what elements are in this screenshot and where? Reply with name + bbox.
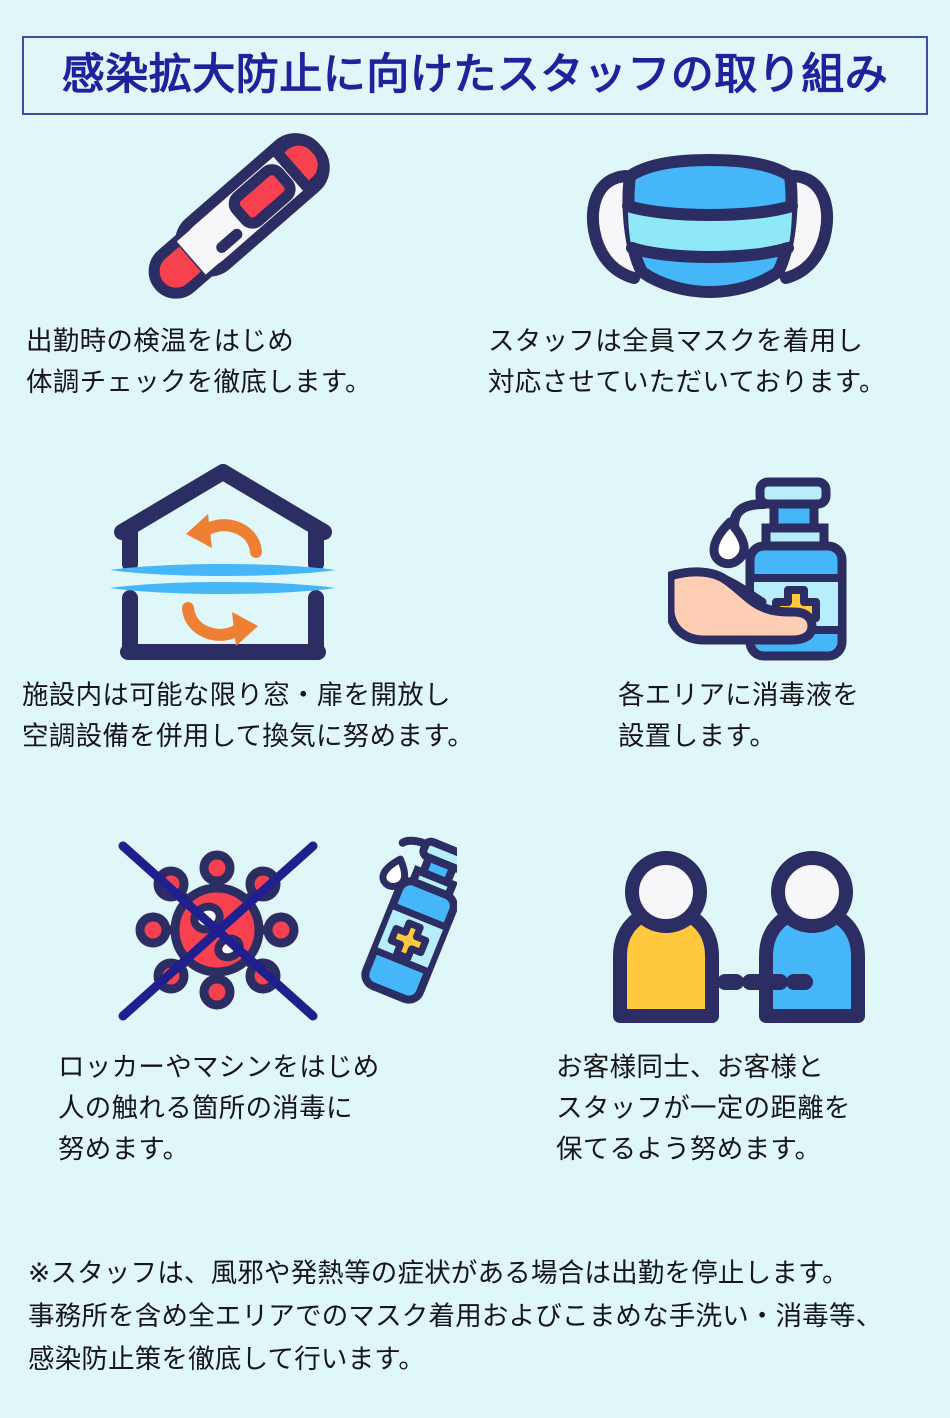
measure-item-surface-disinfection: ロッカーやマシンをはじめ 人の触れる箇所の消毒に 努めます。: [0, 830, 520, 1170]
measure-caption: 各エリアに消毒液を 設置します。: [618, 680, 860, 752]
measure-item-staff-mask: スタッフは全員マスクを着用し 対応させていただいております。: [470, 130, 950, 403]
measure-caption: 出勤時の検温をはじめ 体調チェックを徹底します。: [26, 326, 372, 398]
measure-item-social-distancing: お客様同士、お客様と スタッフが一定の距離を 保てるよう努めます。: [520, 830, 950, 1170]
thermometer-icon: [148, 133, 330, 299]
hand-sanitizer-dispenser-icon-wrap: [580, 460, 950, 665]
page-title-box: 感染拡大防止に向けたスタッフの取り組み: [22, 36, 928, 115]
ventilation-house-icon-wrap: [0, 460, 688, 665]
virus-crossed-out-with-sanitizer-icon: [118, 836, 457, 1021]
hand-sanitizer-dispenser-icon: [667, 477, 846, 661]
footer-note-line-2: 事務所を含め全エリアでのマスク着用およびこまめな手洗い・消毒等、: [28, 1300, 883, 1331]
footer-note-line-3: 感染防止策を徹底して行います。: [28, 1343, 426, 1374]
face-mask-icon: [586, 154, 834, 298]
virus-crossed-out-with-sanitizer-icon-wrap: [0, 830, 542, 1035]
page-title: 感染拡大防止に向けたスタッフの取り組み: [61, 51, 889, 99]
face-mask-icon-wrap: [470, 130, 950, 305]
thermometer-icon-wrap: [0, 130, 470, 305]
social-distancing-two-people-icon-wrap: [520, 830, 950, 1035]
ventilation-house-icon: [110, 464, 336, 660]
measure-caption: お客様同士、お客様と スタッフが一定の距離を 保てるよう努めます。: [556, 1052, 851, 1165]
footer-note: ※スタッフは、風邪や発熱等の症状がある場合は出勤を停止します。 事務所を含め全エ…: [28, 1252, 928, 1381]
measure-caption: 施設内は可能な限り窓・扉を開放し 空調設備を併用して換気に努めます。: [22, 680, 475, 752]
measure-caption: スタッフは全員マスクを着用し 対応させていただいております。: [488, 326, 886, 398]
measure-item-temperature-check: 出勤時の検温をはじめ 体調チェックを徹底します。: [0, 130, 470, 403]
social-distancing-two-people-icon: [613, 851, 865, 1023]
measure-item-ventilation: 施設内は可能な限り窓・扉を開放し 空調設備を併用して換気に努めます。: [0, 460, 580, 757]
footer-note-line-1: ※スタッフは、風邪や発熱等の症状がある場合は出勤を停止します。: [28, 1258, 849, 1288]
measure-item-sanitizer-stations: 各エリアに消毒液を 設置します。: [580, 460, 950, 757]
measure-caption: ロッカーやマシンをはじめ 人の触れる箇所の消毒に 努めます。: [58, 1052, 380, 1165]
